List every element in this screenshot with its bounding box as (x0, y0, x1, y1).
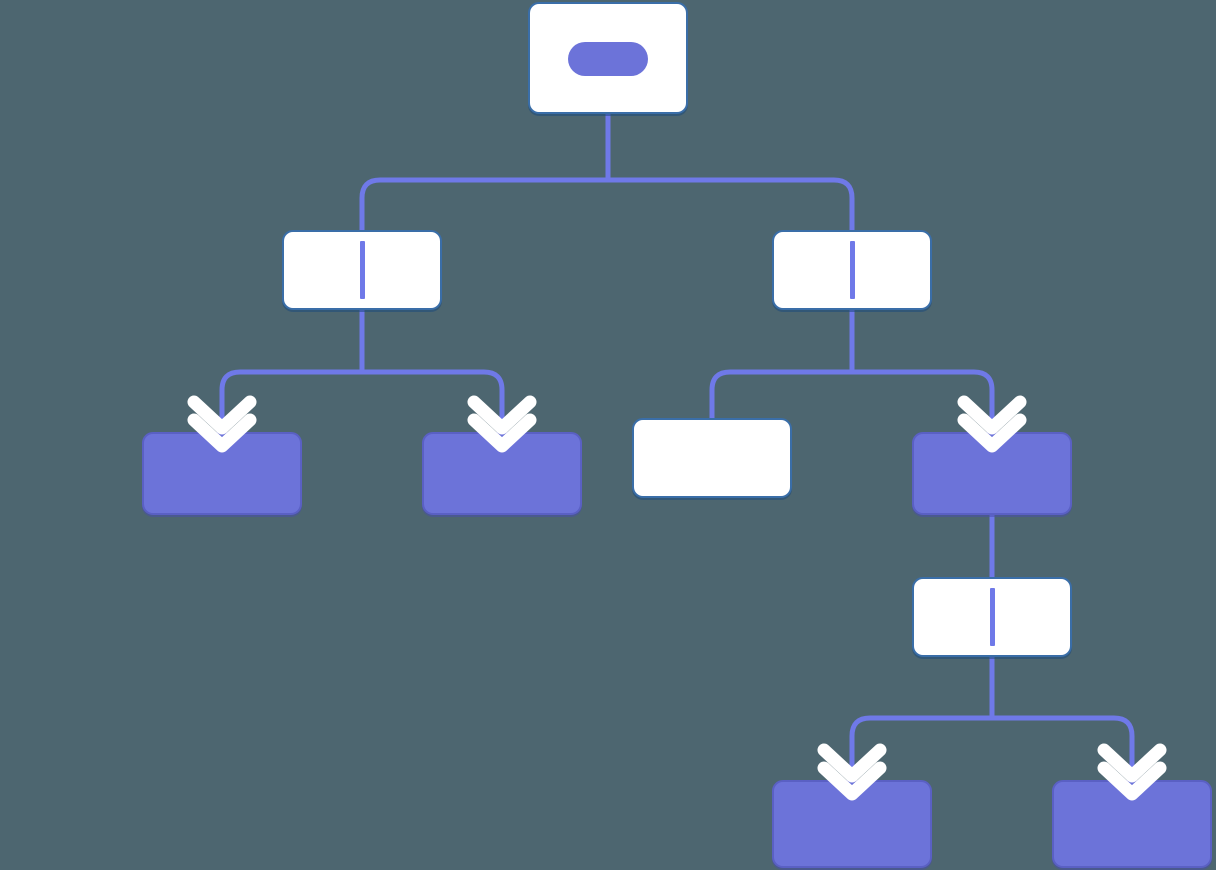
tree-node-n6[interactable] (912, 432, 1072, 515)
redacted-label-pill (568, 42, 648, 76)
connector-through-node (359, 241, 365, 299)
edge-connector (362, 369, 505, 436)
edge-connector (359, 177, 608, 232)
connector-through-node (989, 588, 995, 646)
edge-connector (849, 715, 992, 784)
tree-node-n3[interactable] (142, 432, 302, 515)
edge-connector (852, 369, 995, 436)
connector-through-node (849, 241, 855, 299)
edge-connector (709, 369, 852, 422)
edge-connector (992, 715, 1135, 784)
tree-node-n8[interactable] (772, 780, 932, 868)
tree-node-n4[interactable] (422, 432, 582, 515)
tree-node-n5[interactable] (632, 418, 792, 498)
edge-connector (608, 177, 855, 232)
tree-node-n9[interactable] (1052, 780, 1212, 868)
edge-connector (219, 369, 362, 436)
